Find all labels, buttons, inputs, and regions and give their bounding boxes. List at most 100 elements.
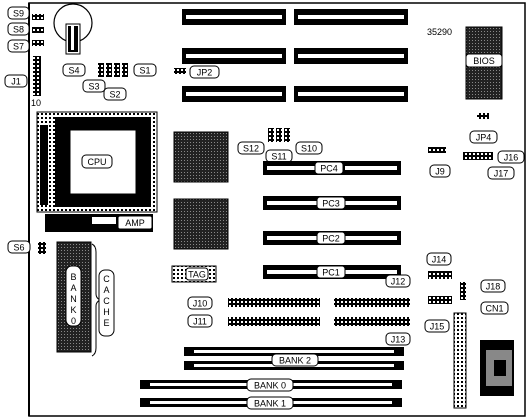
label-bank1: BANK 1 xyxy=(246,396,294,410)
jumper-jp4[interactable] xyxy=(477,113,489,119)
label-s8: S8 xyxy=(7,22,30,36)
label-s10: S10 xyxy=(295,141,323,155)
svg-text:J12: J12 xyxy=(391,277,406,287)
label-cache-vertical: C A C H E xyxy=(98,269,115,337)
connector-j1[interactable] xyxy=(33,56,41,96)
svg-text:H: H xyxy=(103,307,110,317)
svg-text:S10: S10 xyxy=(301,144,317,154)
svg-text:J17: J17 xyxy=(494,169,509,179)
chipset-chip-2 xyxy=(173,198,229,250)
connector-j13[interactable] xyxy=(334,317,410,326)
label-j13: J13 xyxy=(385,332,411,346)
label-pc4: PC4 xyxy=(314,161,344,175)
svg-text:S2: S2 xyxy=(109,90,120,100)
label-tag: TAG xyxy=(185,267,209,281)
svg-text:S1: S1 xyxy=(139,66,150,76)
connector-j18[interactable] xyxy=(460,282,466,300)
label-j1: J1 xyxy=(4,74,28,88)
svg-text:CN1: CN1 xyxy=(485,304,503,314)
svg-text:PC2: PC2 xyxy=(322,234,340,244)
label-jp2: JP2 xyxy=(189,65,220,79)
jumper-s8[interactable] xyxy=(32,27,44,33)
svg-text:A: A xyxy=(70,283,76,293)
connector-j10[interactable] xyxy=(228,298,320,307)
label-j18: J18 xyxy=(480,279,506,293)
label-j15: J15 xyxy=(424,319,450,333)
svg-text:S8: S8 xyxy=(13,25,24,35)
label-j11: J11 xyxy=(187,314,213,328)
connector-j15[interactable] xyxy=(428,296,452,304)
svg-text:E: E xyxy=(103,318,109,328)
label-s11: S11 xyxy=(265,149,293,163)
label-jp4: JP4 xyxy=(469,130,498,144)
svg-text:0: 0 xyxy=(71,316,76,326)
svg-text:BANK 1: BANK 1 xyxy=(254,399,286,409)
svg-text:N: N xyxy=(70,294,77,304)
svg-text:BANK 0: BANK 0 xyxy=(254,381,286,391)
label-s2: S2 xyxy=(103,87,127,101)
label-s7: S7 xyxy=(7,39,30,53)
svg-text:S11: S11 xyxy=(271,152,286,162)
label-pc3: PC3 xyxy=(316,196,346,210)
label-bios: BIOS xyxy=(465,53,503,68)
svg-text:K: K xyxy=(70,305,76,315)
label-pc1: PC1 xyxy=(316,265,346,279)
label-j17: J17 xyxy=(487,166,515,180)
jumper-jp2[interactable] xyxy=(174,68,186,74)
connector-j11[interactable] xyxy=(228,317,320,326)
svg-text:PC1: PC1 xyxy=(322,268,340,278)
label-j16: J16 xyxy=(497,150,525,164)
model-number: 35290 xyxy=(427,27,452,37)
svg-text:PC4: PC4 xyxy=(320,164,338,174)
jumper-s7[interactable] xyxy=(32,40,44,46)
label-j14: J14 xyxy=(426,252,452,266)
svg-text:PC3: PC3 xyxy=(322,199,340,209)
label-bank0: BANK 0 xyxy=(246,378,294,392)
connector-j9[interactable] xyxy=(428,147,446,153)
svg-text:J1: J1 xyxy=(11,77,21,87)
svg-text:J18: J18 xyxy=(486,282,501,292)
svg-text:J13: J13 xyxy=(391,335,406,345)
pin-marker: 10 xyxy=(31,98,41,108)
svg-text:S4: S4 xyxy=(68,66,79,76)
label-s1: S1 xyxy=(133,63,157,77)
svg-text:BIOS: BIOS xyxy=(473,56,495,66)
label-s9: S9 xyxy=(7,6,30,20)
svg-text:J9: J9 xyxy=(435,167,445,177)
svg-text:JP2: JP2 xyxy=(197,68,213,78)
svg-text:AMP: AMP xyxy=(125,218,145,228)
svg-text:S12: S12 xyxy=(243,144,259,154)
connector-j12[interactable] xyxy=(334,298,410,307)
battery xyxy=(53,3,93,55)
jumper-s9[interactable] xyxy=(32,14,44,20)
label-s4: S4 xyxy=(62,63,86,77)
jumper-s4-s1[interactable] xyxy=(98,63,128,77)
svg-text:S9: S9 xyxy=(13,9,24,19)
label-pc2: PC2 xyxy=(316,231,346,245)
svg-text:S6: S6 xyxy=(13,243,24,253)
svg-text:TAG: TAG xyxy=(188,270,206,280)
label-bank2: BANK 2 xyxy=(271,353,319,367)
svg-text:BANK 2: BANK 2 xyxy=(279,356,311,366)
jumper-s12-s10[interactable] xyxy=(268,128,290,142)
svg-text:CPU: CPU xyxy=(87,157,106,167)
connector-j16-j17[interactable] xyxy=(463,152,493,160)
svg-text:J15: J15 xyxy=(430,322,445,332)
label-j10: J10 xyxy=(187,296,213,310)
label-cn1: CN1 xyxy=(480,301,509,315)
label-bank0-vertical: B A N K 0 xyxy=(65,265,82,327)
svg-text:C: C xyxy=(103,296,110,306)
svg-text:C: C xyxy=(103,274,110,284)
svg-text:J11: J11 xyxy=(193,317,207,327)
power-connector-cn1 xyxy=(453,312,514,409)
label-s12: S12 xyxy=(237,141,265,155)
svg-text:S7: S7 xyxy=(13,42,24,52)
label-j12: J12 xyxy=(385,274,411,288)
connector-j14[interactable] xyxy=(428,271,452,279)
svg-text:J14: J14 xyxy=(432,255,447,265)
svg-text:A: A xyxy=(103,285,109,295)
svg-text:J10: J10 xyxy=(193,299,208,309)
label-amp: AMP xyxy=(117,215,153,230)
jumper-s6[interactable] xyxy=(38,242,46,254)
